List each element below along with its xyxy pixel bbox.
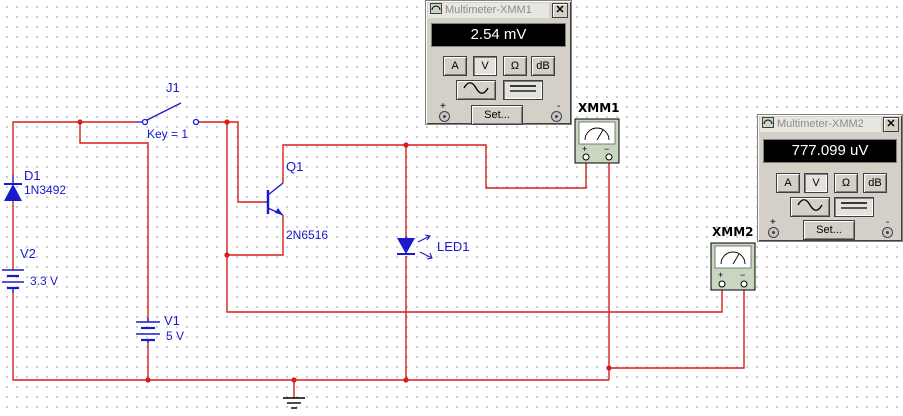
close-icon: ✕ [555,4,565,16]
dc-mode-button[interactable] [834,197,874,217]
wire [227,121,265,203]
reading-display: 777.099 uV [763,139,897,163]
xmm2-name: XMM2 [712,225,753,239]
switch-j1[interactable] [136,102,200,126]
led1[interactable] [397,234,433,260]
junction-dot [403,377,409,383]
xmm1-name: XMM1 [578,101,619,115]
ac-mode-button[interactable] [790,197,830,217]
junction-dot [77,119,83,125]
multimeter-window-icon [762,117,774,128]
junction-dot [145,377,151,383]
mode-button-volts[interactable]: V [804,173,828,193]
set-button[interactable]: Set... [803,220,855,240]
panel-title-bar[interactable]: Multimeter-XMM2 [760,117,881,132]
wire [609,290,745,369]
ac-wave-icon [463,82,489,94]
minus-terminal-label: - [557,101,561,112]
close-button[interactable]: ✕ [552,3,568,18]
ac-wave-icon [797,199,823,211]
diode-model: 1N3492 [24,183,66,197]
junction-dot [403,142,409,148]
junction-dot [606,365,612,371]
transistor-model: 2N6516 [286,228,328,242]
switch-name: J1 [166,80,180,95]
mode-button-amps[interactable]: A [443,56,467,76]
svg-text:+: + [718,270,723,280]
meter-gauge-icon [720,251,746,265]
battery-v2-value: 3.3 V [30,274,58,288]
wires [12,121,745,398]
wire [12,121,136,175]
dc-mode-button[interactable] [503,80,543,100]
junction-dot [224,119,230,125]
panel-title: Multimeter-XMM2 [777,118,864,130]
mode-button-db[interactable]: dB [531,56,555,76]
switch-key: Key = 1 [147,127,188,141]
panel-title-bar[interactable]: Multimeter-XMM1 [428,3,549,18]
ac-mode-button[interactable] [456,80,496,100]
multimeter-xmm2-symbol[interactable]: + − [710,242,756,291]
battery-v1-name: V1 [164,313,180,328]
diode-d1[interactable] [4,175,22,201]
plus-terminal[interactable] [439,111,450,122]
reading-display: 2.54 mV [431,23,566,47]
battery-v1[interactable] [136,318,160,343]
mode-button-db[interactable]: dB [863,173,887,193]
junction-dot [291,377,297,383]
wire [200,121,284,256]
panel-title: Multimeter-XMM1 [445,4,532,16]
svg-text:−: − [604,144,609,154]
multimeter-xmm1-symbol[interactable]: + − [574,118,620,164]
diode-name: D1 [24,168,41,183]
battery-v2-name: V2 [20,246,36,261]
svg-text:−: − [740,270,745,280]
minus-terminal[interactable] [551,111,562,122]
minus-terminal-label: - [886,217,890,228]
mode-button-ohms[interactable]: Ω [503,56,527,76]
svg-text:+: + [582,144,587,154]
battery-v2[interactable] [2,269,24,293]
wire [12,293,609,381]
dc-line-icon [841,202,867,209]
mode-button-amps[interactable]: A [776,173,800,193]
set-button[interactable]: Set... [471,105,523,125]
plus-terminal[interactable] [768,227,779,238]
mode-button-ohms[interactable]: Ω [834,173,858,193]
close-button[interactable]: ✕ [883,117,899,132]
plus-terminal-label: + [770,217,776,228]
mode-button-volts[interactable]: V [473,56,497,76]
plus-terminal-label: + [440,101,446,112]
multimeter-xmm1-panel[interactable]: Multimeter-XMM1 ✕ 2.54 mV A V Ω dB + - S… [425,0,572,125]
transistor-name: Q1 [286,159,303,174]
junctions [77,119,612,383]
dc-line-icon [510,85,536,92]
transistor-q1[interactable] [265,182,284,216]
battery-v1-value: 5 V [166,329,184,343]
wire [282,144,587,189]
led-name: LED1 [437,239,470,254]
junction-dot [224,252,230,258]
close-icon: ✕ [886,118,896,130]
minus-terminal[interactable] [882,227,893,238]
multimeter-xmm2-panel[interactable]: Multimeter-XMM2 ✕ 777.099 uV A V Ω dB + … [757,114,903,242]
wire [226,255,723,313]
meter-gauge-icon [584,127,610,141]
multimeter-window-icon [430,3,442,14]
ground-icon [283,397,305,409]
wire [79,122,149,318]
